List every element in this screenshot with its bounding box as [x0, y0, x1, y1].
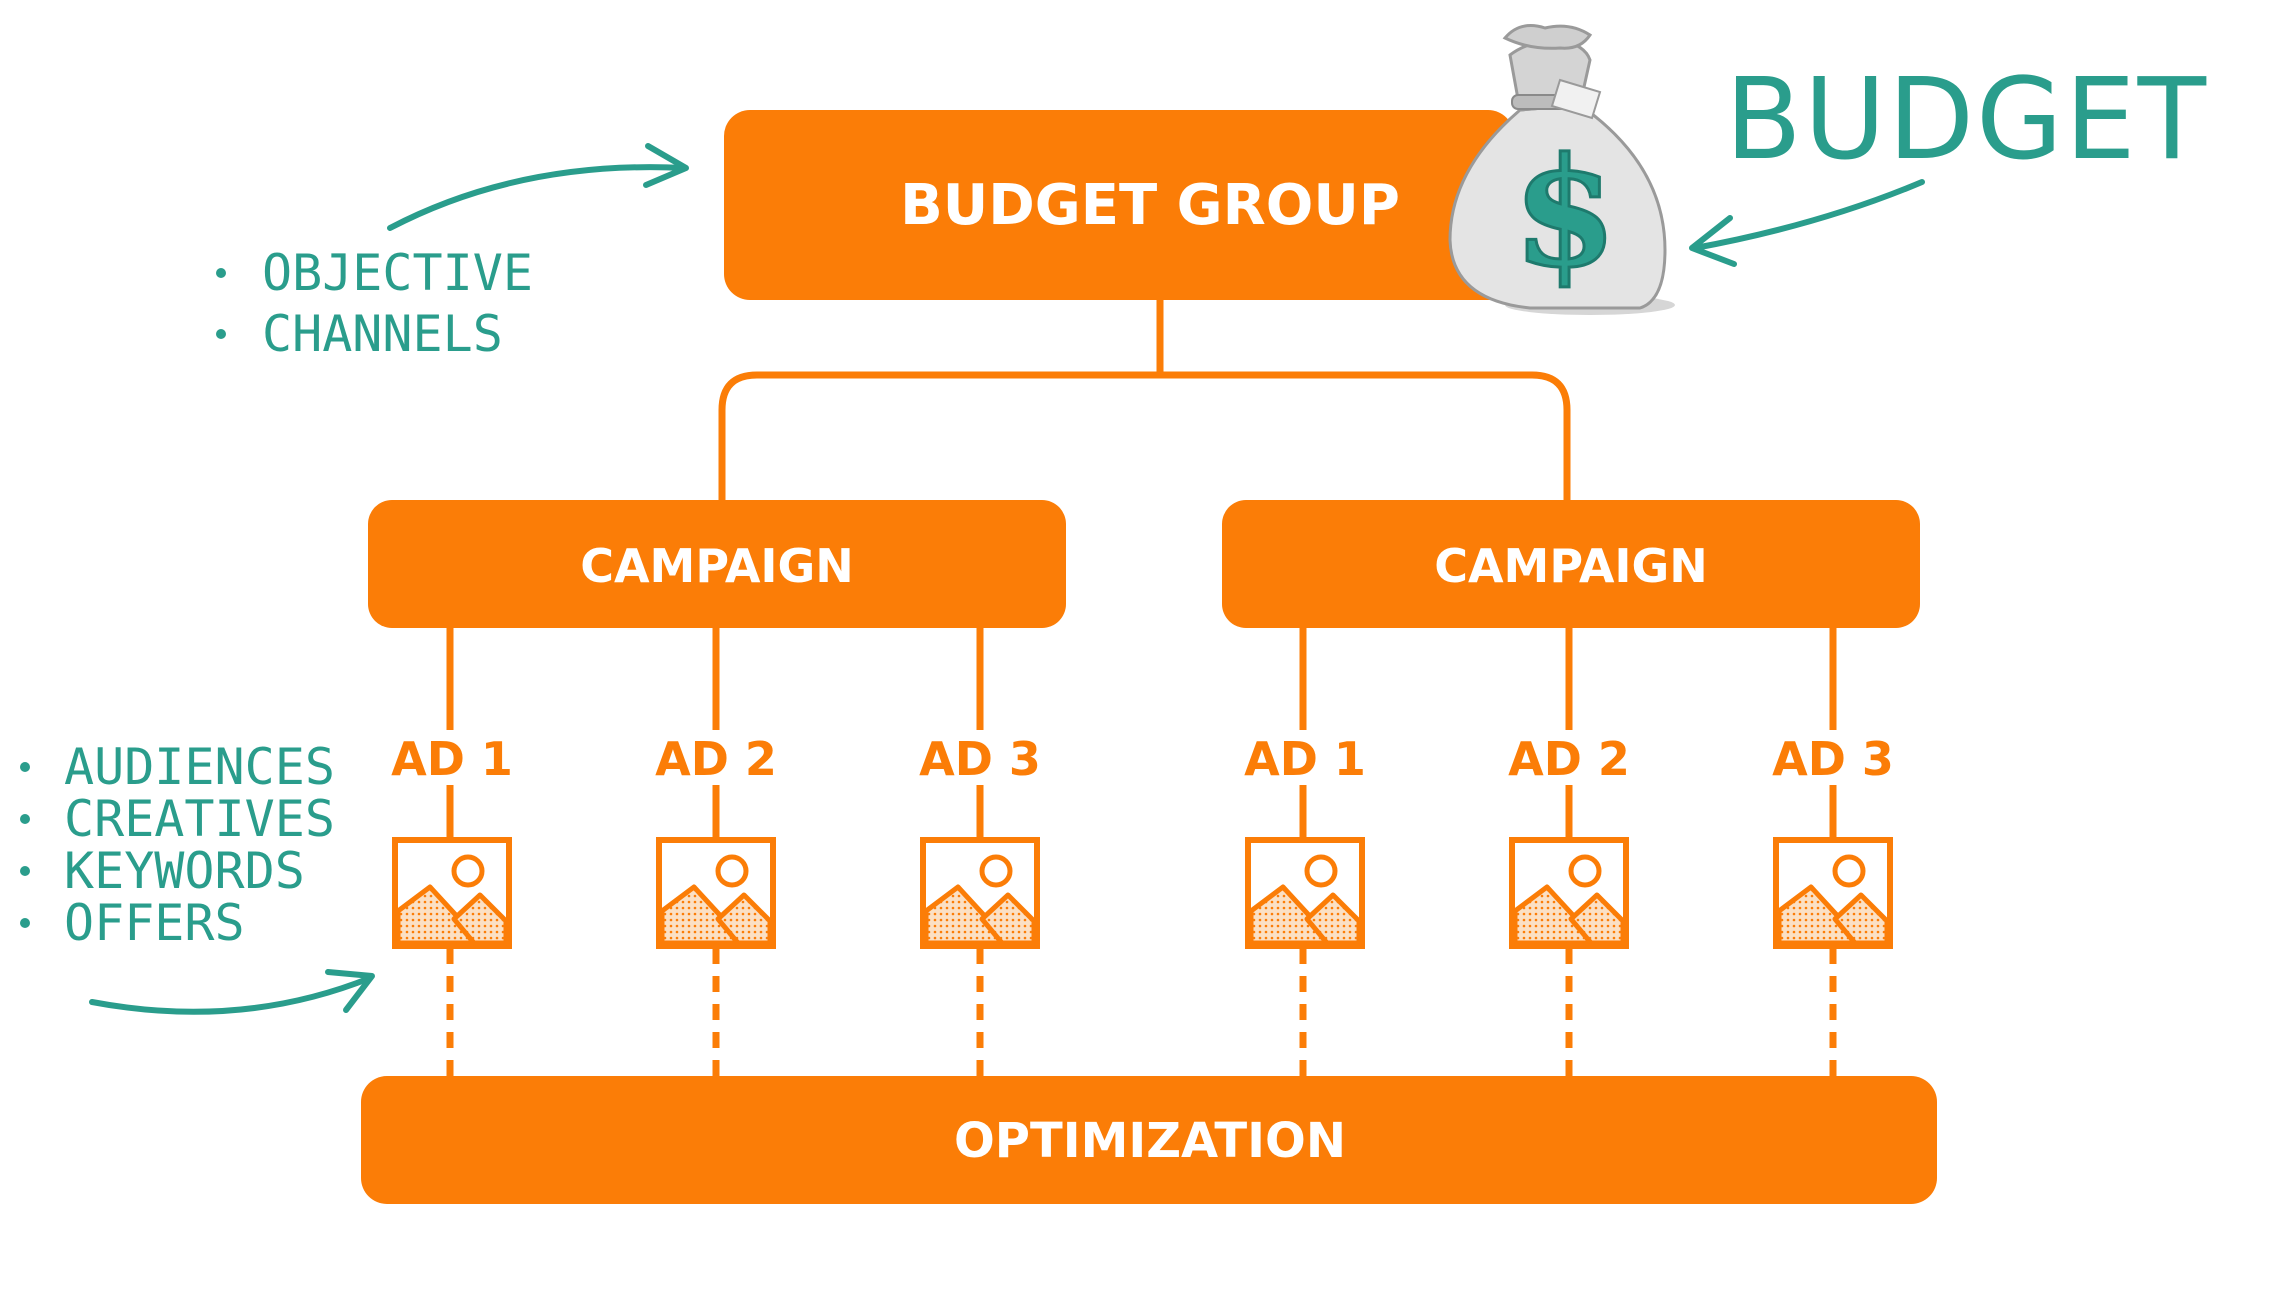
- ad-label: AD 1: [391, 732, 513, 786]
- objective-arrow-icon: [387, 164, 687, 231]
- audiences-note: AUDIENCES: [64, 738, 335, 796]
- budget-group-annotation: OBJECTIVE CHANNELS: [216, 143, 689, 363]
- image-placeholder-icon: [395, 840, 509, 946]
- keywords-note: KEYWORDS: [64, 842, 305, 900]
- bullet-icon: [20, 814, 30, 824]
- connector-split: [718, 371, 1571, 500]
- creatives-note: CREATIVES: [64, 790, 335, 848]
- ad-label: AD 2: [1508, 732, 1630, 786]
- campaign-label-2: CAMPAIGN: [1434, 539, 1708, 593]
- ad-label: AD 3: [1772, 732, 1894, 786]
- ad-label: AD 3: [919, 732, 1041, 786]
- channels-note: CHANNELS: [262, 305, 503, 363]
- dashed-connectors: [446, 948, 1837, 1078]
- budget-arrow-icon: [1692, 179, 1925, 251]
- image-placeholder-icon: [1248, 840, 1362, 946]
- objective-note: OBJECTIVE: [262, 244, 533, 302]
- bullet-icon: [20, 762, 30, 772]
- image-placeholder-icon: [923, 840, 1037, 946]
- image-placeholder-icon: [1512, 840, 1626, 946]
- offers-note: OFFERS: [64, 894, 245, 952]
- ad-label: AD 1: [1244, 732, 1366, 786]
- optimization-box: OPTIMIZATION: [361, 1076, 1937, 1204]
- image-placeholder-icon: [1776, 840, 1890, 946]
- campaign-box-2: CAMPAIGN: [1222, 500, 1920, 628]
- campaign-box-1: CAMPAIGN: [368, 500, 1066, 628]
- campaign-label-1: CAMPAIGN: [580, 539, 854, 593]
- image-placeholder-icon: [659, 840, 773, 946]
- ad-images: [395, 840, 1890, 946]
- bullet-icon: [216, 329, 226, 339]
- ad-annotation: AUDIENCES CREATIVES KEYWORDS OFFERS: [20, 738, 375, 1015]
- bullet-icon: [20, 918, 30, 928]
- ad-label: AD 2: [655, 732, 777, 786]
- budget-group-label: BUDGET GROUP: [900, 173, 1400, 238]
- connectors: [446, 300, 1837, 838]
- budget-note: BUDGET: [1725, 55, 2208, 185]
- ads-arrow-icon: [89, 975, 373, 1015]
- dollar-sign: $: [1513, 125, 1617, 301]
- money-bag-icon: $: [1448, 24, 1675, 315]
- bullet-icon: [20, 866, 30, 876]
- bullet-icon: [216, 268, 226, 278]
- budget-group-box: BUDGET GROUP: [724, 110, 1514, 300]
- optimization-label: OPTIMIZATION: [954, 1113, 1346, 1169]
- ad-labels: AD 1 AD 2 AD 3 AD 1 AD 2 AD 3: [391, 732, 1894, 786]
- budget-annotation: BUDGET: [1689, 55, 2208, 267]
